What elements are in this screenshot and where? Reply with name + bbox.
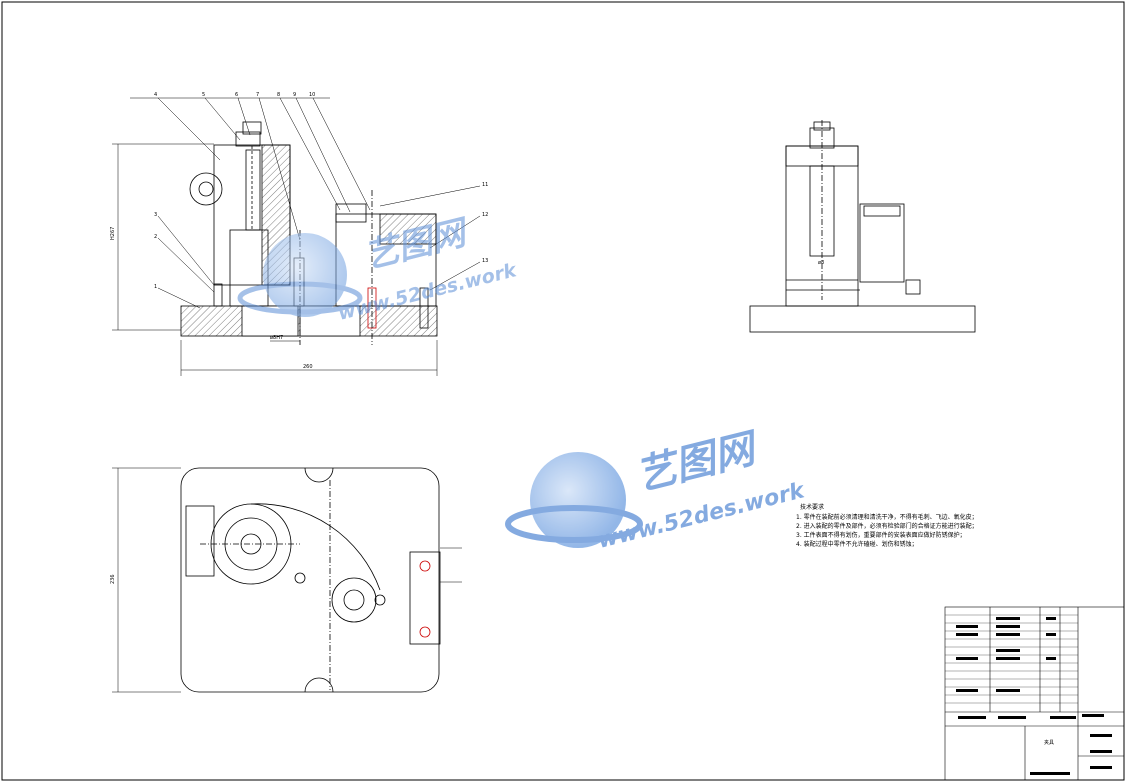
part-label: 7 — [256, 92, 259, 98]
watermark-brand: 艺图网 — [631, 425, 764, 500]
dim-width: 260 — [303, 364, 313, 370]
dim-dia: ø8 — [818, 260, 824, 266]
part-label: 3 — [154, 212, 157, 218]
part-labels: 4 5 6 7 8 9 10 11 12 13 3 2 1 — [154, 92, 488, 290]
dim-height: Н267 — [110, 227, 116, 240]
leader-lines — [130, 97, 481, 309]
tech-notes-heading: 技术要求 — [800, 503, 824, 511]
part-label: 4 — [154, 92, 157, 98]
tech-note-item: 4. 装配过程中零件不允许磕碰、划伤和锈蚀； — [796, 540, 918, 548]
part-label: 5 — [202, 92, 205, 98]
part-label: 8 — [277, 92, 280, 98]
top-dimensions — [112, 467, 462, 693]
part-label: 13 — [482, 258, 488, 264]
part-label: 9 — [293, 92, 296, 98]
title-block-filled-cells — [956, 617, 1112, 775]
title-block-rows — [945, 614, 1078, 704]
part-label: 10 — [309, 92, 315, 98]
part-label: 1 — [154, 284, 157, 290]
top-view — [180, 467, 441, 693]
title-block-label: 夹具 — [1044, 739, 1054, 746]
part-label: 2 — [154, 234, 157, 240]
watermark-center: 艺图网 www.52des.work — [505, 425, 808, 554]
top-dim-height: 236 — [110, 574, 116, 584]
part-label: 12 — [482, 212, 488, 218]
dim-hole: ø8H7 — [270, 335, 283, 341]
title-block — [944, 606, 1125, 781]
side-view — [749, 120, 976, 333]
front-dimensions — [112, 143, 438, 376]
tech-notes: 技术要求 1. 零件在装配前必须清理和清洗干净，不得有毛刺、飞边、氧化皮； 2.… — [796, 503, 978, 548]
tech-note-item: 2. 进入装配的零件及部件，必须有检验部门的合格证方能进行装配； — [796, 522, 978, 530]
globe-logo-icon — [263, 233, 347, 317]
part-label: 6 — [235, 92, 238, 98]
part-label: 11 — [482, 182, 488, 188]
tech-note-item: 3. 工件表面不得有划伤，重要部件的安装表面应做好防锈保护； — [796, 531, 966, 539]
tech-note-item: 1. 零件在装配前必须清理和清洗干净，不得有毛刺、飞边、氧化皮； — [796, 513, 978, 521]
globe-logo-icon — [530, 452, 626, 548]
